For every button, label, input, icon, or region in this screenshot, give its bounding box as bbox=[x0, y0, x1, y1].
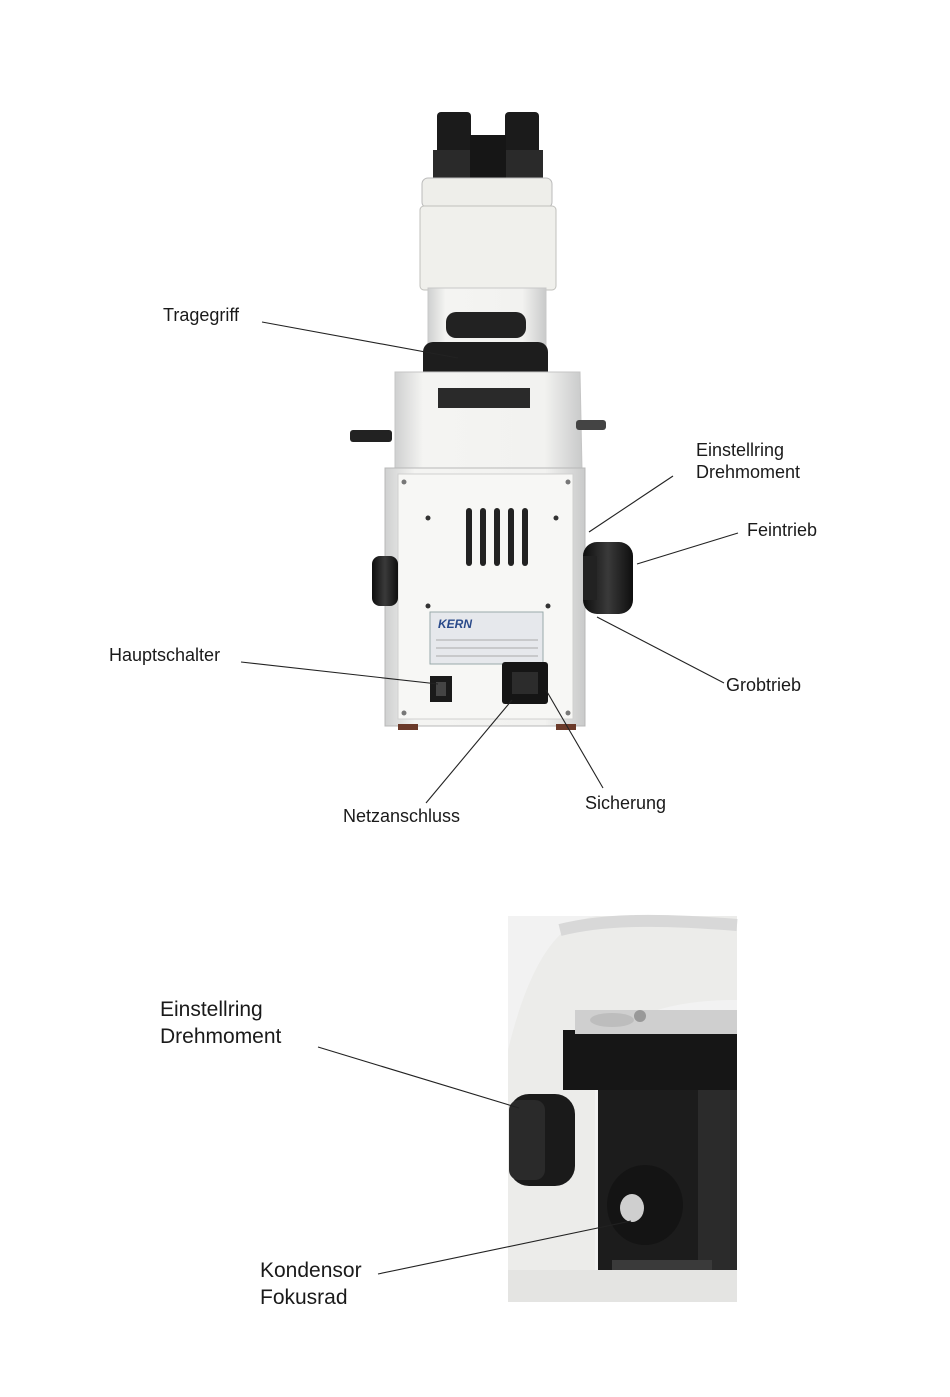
label-einstellring-detail-line2: Drehmoment bbox=[160, 1024, 281, 1051]
label-kondensor-line2: Fokusrad bbox=[260, 1285, 362, 1312]
label-einstellring-detail-line1: Einstellring bbox=[160, 997, 281, 1024]
label-einstellring-drehmoment-detail: Einstellring Drehmoment bbox=[160, 997, 281, 1051]
label-kondensor-fokusrad: Kondensor Fokusrad bbox=[260, 1258, 362, 1312]
label-kondensor-line1: Kondensor bbox=[260, 1258, 362, 1285]
